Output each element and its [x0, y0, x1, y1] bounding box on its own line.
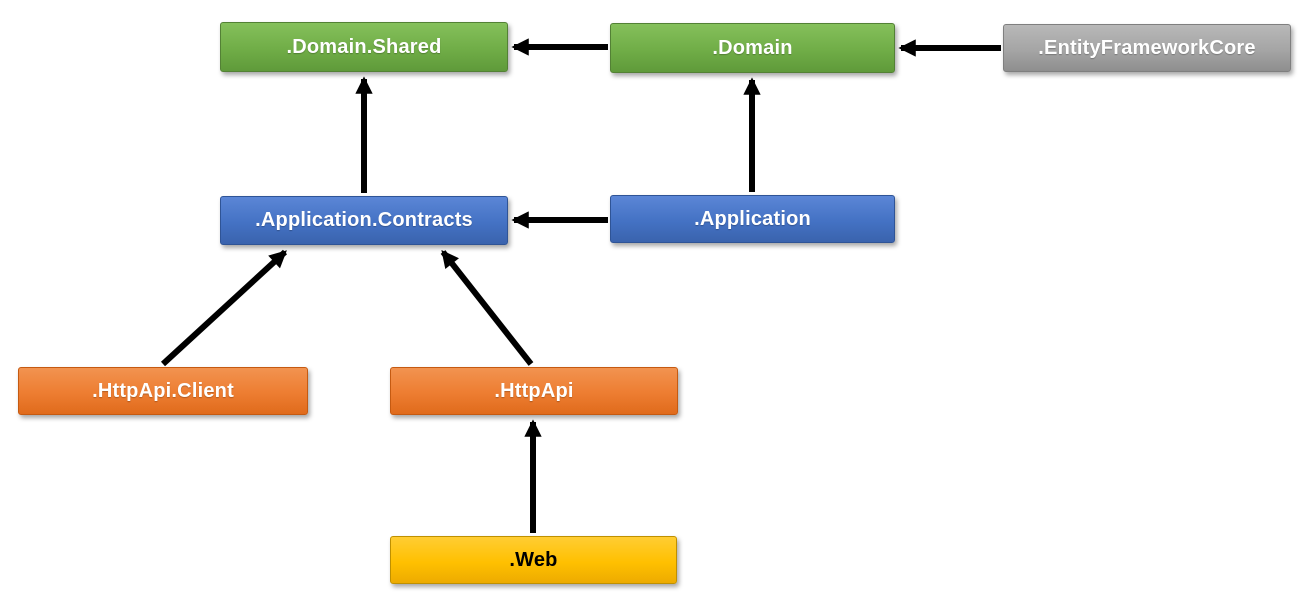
node-httpapi: .HttpApi — [390, 367, 678, 415]
node-httpapi-client: .HttpApi.Client — [18, 367, 308, 415]
node-entityframeworkcore: .EntityFrameworkCore — [1003, 24, 1291, 72]
node-application: .Application — [610, 195, 895, 243]
node-web: .Web — [390, 536, 677, 584]
node-domain-shared: .Domain.Shared — [220, 22, 508, 72]
node-domain: .Domain — [610, 23, 895, 73]
arrow-httpapi-client-to-app-contracts — [160, 249, 288, 367]
arrow-httpapi-to-app-contracts — [440, 249, 534, 366]
node-application-contracts: .Application.Contracts — [220, 196, 508, 245]
